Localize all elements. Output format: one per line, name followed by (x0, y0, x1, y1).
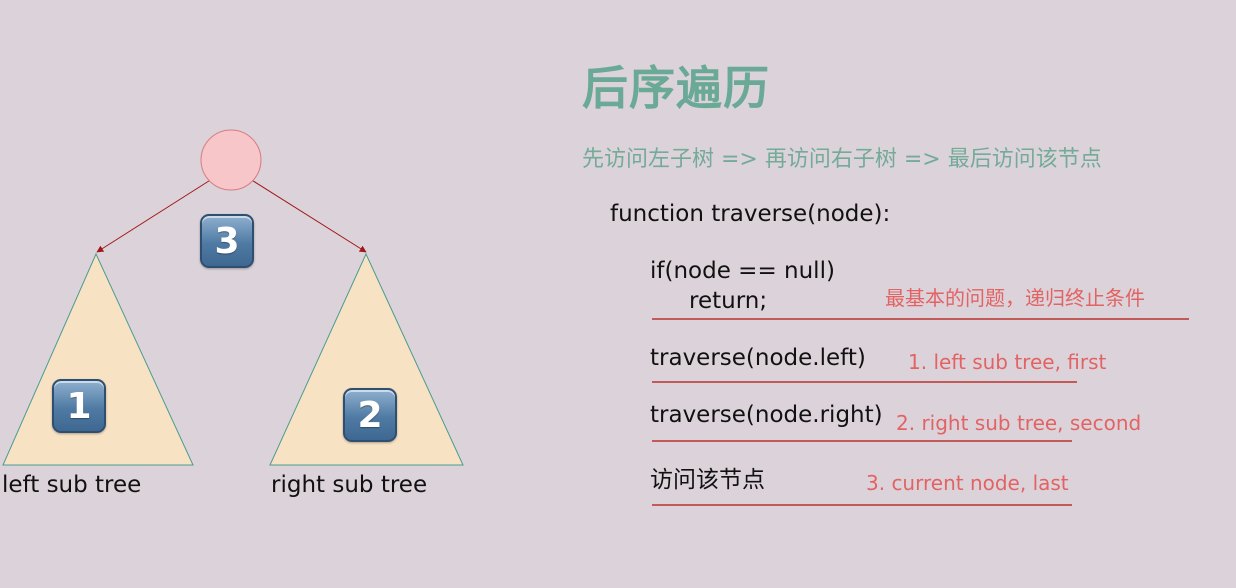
edge-to-right-subtree (249, 178, 367, 253)
left-call: traverse(node.left) (650, 345, 866, 371)
base-case-underline (652, 318, 1189, 320)
left-subtree-triangle (2, 252, 194, 466)
root-order-badge: 3 (200, 214, 254, 268)
visit-node-step: 访问该节点 (650, 467, 765, 493)
function-signature: function traverse(node): (610, 201, 891, 227)
right-call-underline (652, 440, 1072, 442)
return-statement: return; (689, 288, 768, 314)
left-subtree-label: left sub tree (2, 472, 142, 498)
right-subtree-triangle (269, 252, 464, 466)
left-call-underline (652, 381, 1077, 383)
page-title: 后序遍历 (582, 61, 770, 115)
right-order-badge: 2 (343, 388, 397, 442)
left-note: 1. left sub tree, first (908, 350, 1107, 374)
right-call: traverse(node.right) (650, 402, 883, 428)
right-note: 2. right sub tree, second (896, 411, 1142, 435)
right-subtree-label: right sub tree (271, 472, 428, 498)
if-null-check: if(node == null) (650, 258, 835, 284)
current-note: 3. current node, last (866, 471, 1069, 495)
base-case-note: 最基本的问题，递归终止条件 (885, 286, 1145, 310)
left-order-badge: 1 (52, 379, 106, 433)
edge-to-left-subtree (96, 178, 213, 253)
traversal-order-subtitle: 先访问左子树 => 再访问右子树 => 最后访问该节点 (582, 147, 1102, 172)
visit-underline (652, 504, 1072, 506)
root-node-circle (200, 129, 262, 191)
